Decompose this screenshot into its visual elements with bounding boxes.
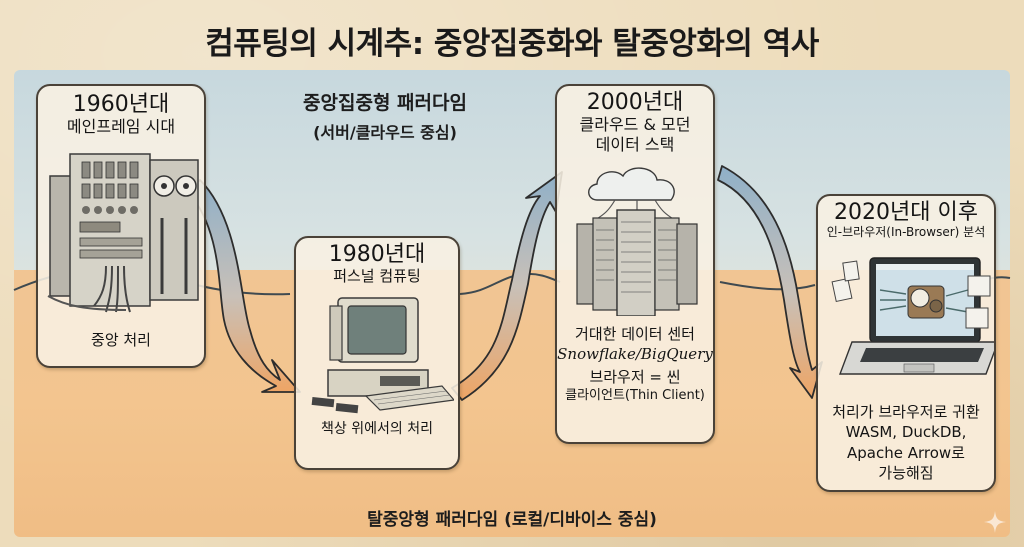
era-caption: 처리가 브라우저로 귀환	[832, 403, 980, 421]
era-name: 클라우드 & 모던	[579, 115, 691, 135]
mainframe-icon	[47, 153, 199, 313]
laptop-browser-analytics-icon	[831, 257, 994, 375]
era-period: 1960년대	[72, 92, 170, 117]
arrow-down-1	[187, 179, 301, 393]
era-caption-products: Snowflake/BigQuery	[557, 345, 713, 364]
era-caption: WASM, DuckDB,	[845, 423, 967, 442]
era-name: 퍼스널 컴퓨팅	[333, 267, 421, 286]
era-caption: Apache Arrow로	[847, 443, 965, 462]
era-caption: 중앙 처리	[91, 331, 151, 349]
sparkle-icon	[984, 511, 1006, 533]
era-card-1980s: 1980년대 퍼스널 컴퓨팅 책상 위에서의 처리	[294, 236, 460, 470]
decentralized-paradigm-label: 탈중앙형 패러다임 (로컬/디바이스 중심)	[367, 510, 657, 530]
era-card-2020s: 2020년대 이후 인-브라우저(In-Browser) 분석 처리가 브라우저…	[816, 194, 996, 492]
page-title: 컴퓨팅의 시계추: 중앙집중화와 탈중앙화의 역사	[205, 26, 819, 62]
centralized-paradigm-label: 중앙집중형 패러다임 (서버/클라우드 중심)	[272, 88, 498, 143]
centralized-paradigm-subtitle: (서버/클라우드 중심)	[313, 123, 457, 142]
era-caption: 가능해짐	[878, 463, 934, 482]
era-period: 2000년대	[586, 90, 684, 115]
era-card-1960s: 1960년대 메인프레임 시대 중앙 처리	[36, 84, 206, 368]
arrow-down-3	[717, 165, 823, 399]
era-caption: 책상 위에서의 처리	[321, 421, 433, 437]
era-captions: 거대한 데이터 센터 Snowflake/BigQuery 브라우저 = 씬 클…	[557, 324, 713, 404]
centralized-paradigm-title: 중앙집중형 패러다임	[303, 92, 467, 114]
era-card-2000s: 2000년대 클라우드 & 모던 데이터 스택 거대한 데이터 센터 Snowf…	[555, 84, 715, 444]
era-name: 메인프레임 시대	[66, 117, 176, 137]
era-name: 인-브라우저(In-Browser) 분석	[826, 225, 986, 240]
era-caption: 클라이언트(Thin Client)	[565, 387, 705, 403]
personal-computer-icon	[311, 297, 454, 414]
era-caption: 거대한 데이터 센터	[575, 325, 695, 343]
era-name-line2: 데이터 스택	[595, 135, 675, 155]
era-period: 1980년대	[328, 242, 426, 267]
era-caption: 브라우저 = 씬	[589, 367, 681, 386]
era-period: 2020년대 이후	[834, 200, 978, 225]
cloud-datacenter-icon	[576, 167, 698, 316]
era-captions: 처리가 브라우저로 귀환 WASM, DuckDB, Apache Arrow로…	[818, 402, 994, 483]
